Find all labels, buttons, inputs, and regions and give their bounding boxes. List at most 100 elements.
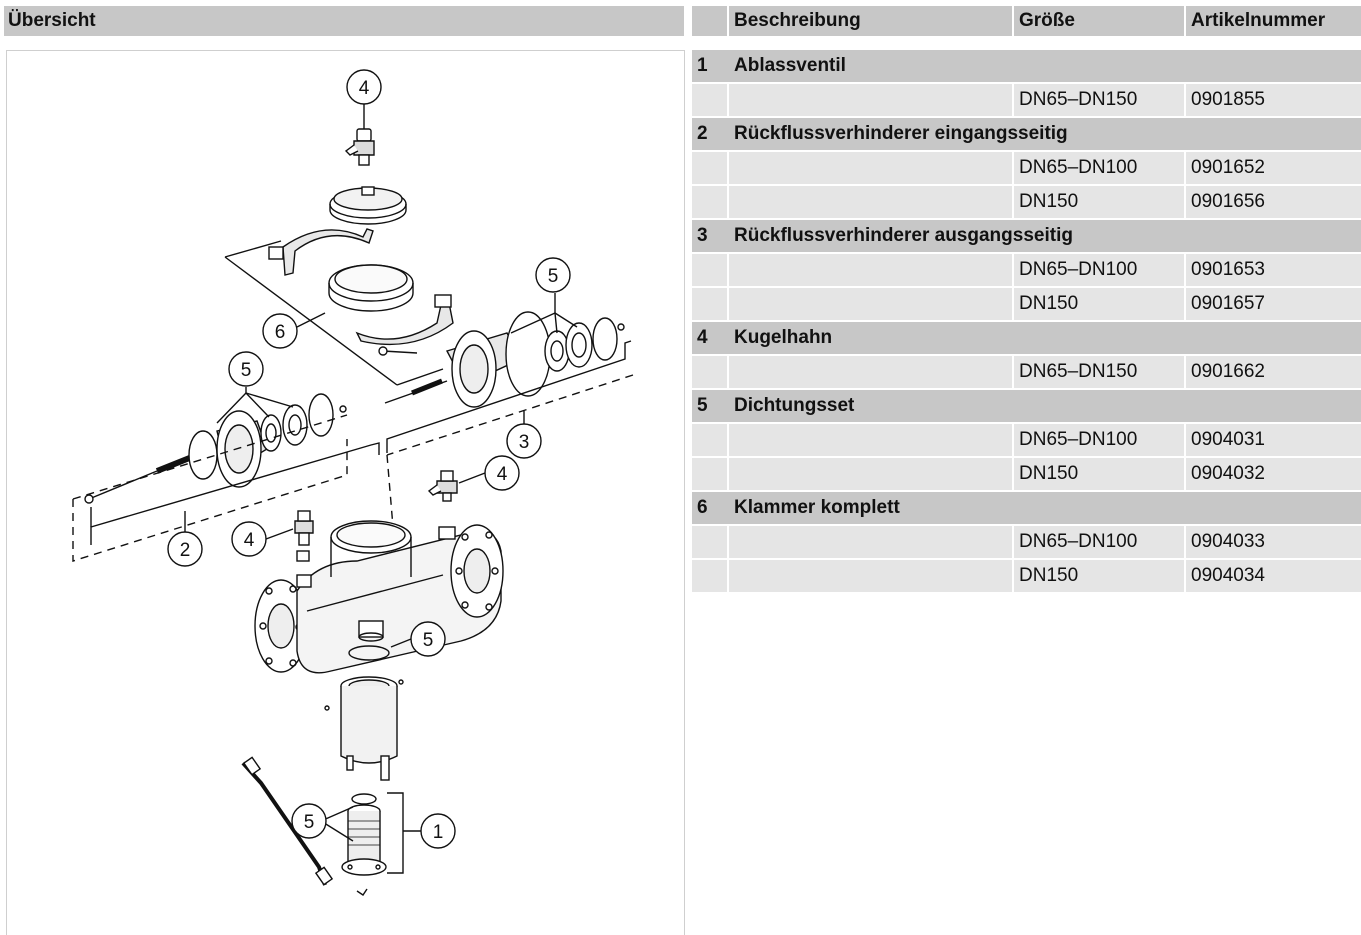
table-row: DN65–DN100 0901653 <box>692 254 1361 288</box>
leader-line <box>245 392 294 408</box>
group-number: 2 <box>692 118 729 152</box>
table-row: DN65–DN100 0904033 <box>692 526 1361 560</box>
article-number-cell: 0901855 <box>1186 84 1361 118</box>
leader-line <box>216 392 247 424</box>
table-row: DN65–DN150 0901855 <box>692 84 1361 118</box>
article-number-cell: 0901662 <box>1186 356 1361 390</box>
backflow-preventer-inlet-part <box>84 393 347 504</box>
leader-line <box>390 638 412 648</box>
ball-valve-lower-part <box>294 510 314 562</box>
table-group-row: 6 Klammer komplett <box>692 492 1361 526</box>
bracket-line <box>90 442 380 545</box>
size-cell: DN65–DN100 <box>1014 254 1186 288</box>
exploded-view-drawing: 4 5 6 5 3 4 2 4 5 5 1 <box>72 69 634 896</box>
size-cell: DN150 <box>1014 560 1186 594</box>
callout-label: 3 <box>519 432 530 453</box>
ball-valve-side-part <box>427 470 458 502</box>
group-description: Dichtungsset <box>729 390 1361 424</box>
empty-cell <box>692 288 729 322</box>
group-description: Klammer komplett <box>729 492 1361 526</box>
empty-cell <box>729 526 1014 560</box>
group-number: 6 <box>692 492 729 526</box>
callout-label: 5 <box>548 266 559 287</box>
valve-body-part <box>254 520 504 674</box>
group-description: Kugelhahn <box>729 322 1361 356</box>
leader-line <box>458 472 486 484</box>
group-description: Rückflussverhinderer eingangsseitig <box>729 118 1361 152</box>
group-description: Ablassventil <box>729 50 1361 84</box>
leader-line <box>554 312 558 334</box>
callout-circle <box>262 313 298 349</box>
callout-circle <box>535 257 571 293</box>
size-cell: DN65–DN100 <box>1014 424 1186 458</box>
clamp-part <box>268 228 454 356</box>
empty-cell <box>692 458 729 492</box>
article-number-cell: 0901657 <box>1186 288 1361 322</box>
empty-cell <box>729 424 1014 458</box>
header-description: Beschreibung <box>729 6 1014 36</box>
leader-line <box>296 312 326 328</box>
callout-circle <box>420 813 456 849</box>
article-number-cell: 0904034 <box>1186 560 1361 594</box>
size-cell: DN65–DN150 <box>1014 356 1186 390</box>
group-number: 1 <box>692 50 729 84</box>
table-spacer <box>692 36 1361 50</box>
callout-label: 6 <box>275 322 286 343</box>
table-row: DN150 0901657 <box>692 288 1361 322</box>
callout-circle <box>291 803 327 839</box>
empty-cell <box>692 356 729 390</box>
overview-title: Übersicht <box>8 10 96 31</box>
callout-label: 1 <box>433 822 444 843</box>
table-group-row: 3 Rückflussverhinderer ausgangsseitig <box>692 220 1361 254</box>
size-cell: DN150 <box>1014 458 1186 492</box>
callout-label: 2 <box>180 540 191 561</box>
table-row: DN150 0904032 <box>692 458 1361 492</box>
empty-cell <box>692 84 729 118</box>
leader-line <box>554 312 578 328</box>
leader-line <box>510 312 556 334</box>
article-number-cell: 0901656 <box>1186 186 1361 220</box>
size-cell: DN65–DN100 <box>1014 152 1186 186</box>
bracket-line <box>387 792 404 874</box>
section-outline <box>224 240 444 386</box>
group-number: 5 <box>692 390 729 424</box>
table-group-row: 2 Rückflussverhinderer eingangsseitig <box>692 118 1361 152</box>
callout-label: 4 <box>244 530 255 551</box>
callout-label: 4 <box>497 464 508 485</box>
empty-cell <box>729 560 1014 594</box>
dashed-line <box>72 439 348 562</box>
empty-cell <box>692 526 729 560</box>
header-number <box>692 6 729 36</box>
cover-disc-part <box>329 186 407 225</box>
size-cell: DN65–DN150 <box>1014 84 1186 118</box>
callout-circle <box>410 621 446 657</box>
header-size: Größe <box>1014 6 1186 36</box>
callout-circle <box>228 351 264 387</box>
article-number-cell: 0904031 <box>1186 424 1361 458</box>
callout-circle <box>346 69 382 105</box>
empty-cell <box>729 458 1014 492</box>
group-number: 4 <box>692 322 729 356</box>
table-row: DN150 0901656 <box>692 186 1361 220</box>
drain-pipe-part <box>241 756 334 886</box>
callout-circle <box>506 423 542 459</box>
callout-label: 4 <box>359 78 370 99</box>
table-group-row: 5 Dichtungsset <box>692 390 1361 424</box>
overview-header: Übersicht <box>4 6 684 36</box>
empty-cell <box>692 152 729 186</box>
backflow-preventer-outlet-part <box>384 311 625 408</box>
table-group-row: 4 Kugelhahn <box>692 322 1361 356</box>
article-number-cell: 0904033 <box>1186 526 1361 560</box>
dashed-line <box>72 414 348 500</box>
article-number-cell: 0904032 <box>1186 458 1361 492</box>
empty-cell <box>729 152 1014 186</box>
header-article-number: Artikelnummer <box>1186 6 1361 36</box>
table-group-row: 1 Ablassventil <box>692 50 1361 84</box>
o-ring-part <box>348 645 390 661</box>
callout-label: 5 <box>241 360 252 381</box>
empty-cell <box>729 254 1014 288</box>
callout-label: 5 <box>423 630 434 651</box>
table-header-row: Beschreibung Größe Artikelnummer <box>692 6 1361 36</box>
parts-table: Beschreibung Größe Artikelnummer 1 Ablas… <box>692 6 1361 594</box>
size-cell: DN65–DN100 <box>1014 526 1186 560</box>
